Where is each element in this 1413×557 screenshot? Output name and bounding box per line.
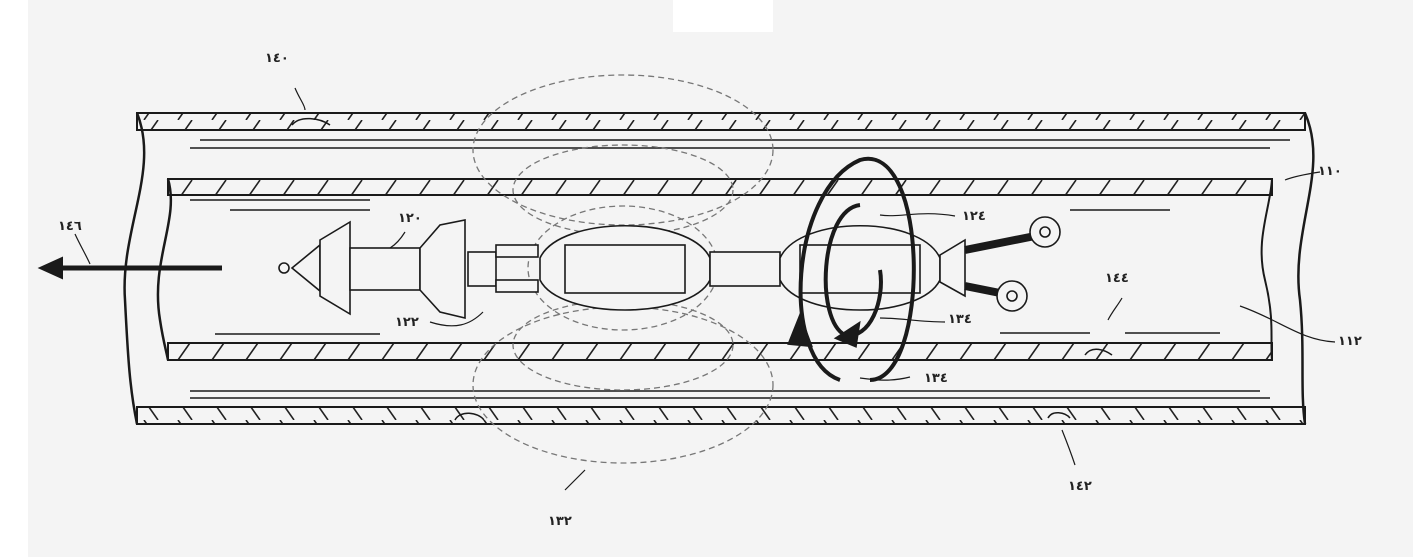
label-sensor-module: ١٢٤ bbox=[962, 209, 986, 224]
outer-pipe-top-wall bbox=[137, 113, 1305, 130]
inner-pipe-top-wall bbox=[168, 179, 1272, 195]
label-tool: ١٢٠ bbox=[398, 211, 422, 226]
inspection-tool bbox=[279, 217, 1060, 318]
label-inner-pipe: ١١٢ bbox=[1338, 334, 1362, 349]
label-direction: ١٤٦ bbox=[58, 219, 82, 234]
label-rotation-inner: ١٣٤ bbox=[948, 312, 972, 327]
label-tool-joint: ١٢٢ bbox=[395, 315, 419, 330]
label-defect-outer-bottom: ١٤٢ bbox=[1068, 479, 1092, 494]
label-defect-outer-top: ١٤٠ bbox=[265, 51, 289, 66]
outer-pipe-bottom-wall bbox=[137, 407, 1305, 424]
label-defect-inner: ١٤٤ bbox=[1105, 271, 1129, 286]
label-rotation-outer: ١٣٤ bbox=[924, 371, 948, 386]
label-field: ١٣٢ bbox=[548, 514, 572, 529]
label-outer-pipe: ١١٠ bbox=[1318, 164, 1342, 179]
